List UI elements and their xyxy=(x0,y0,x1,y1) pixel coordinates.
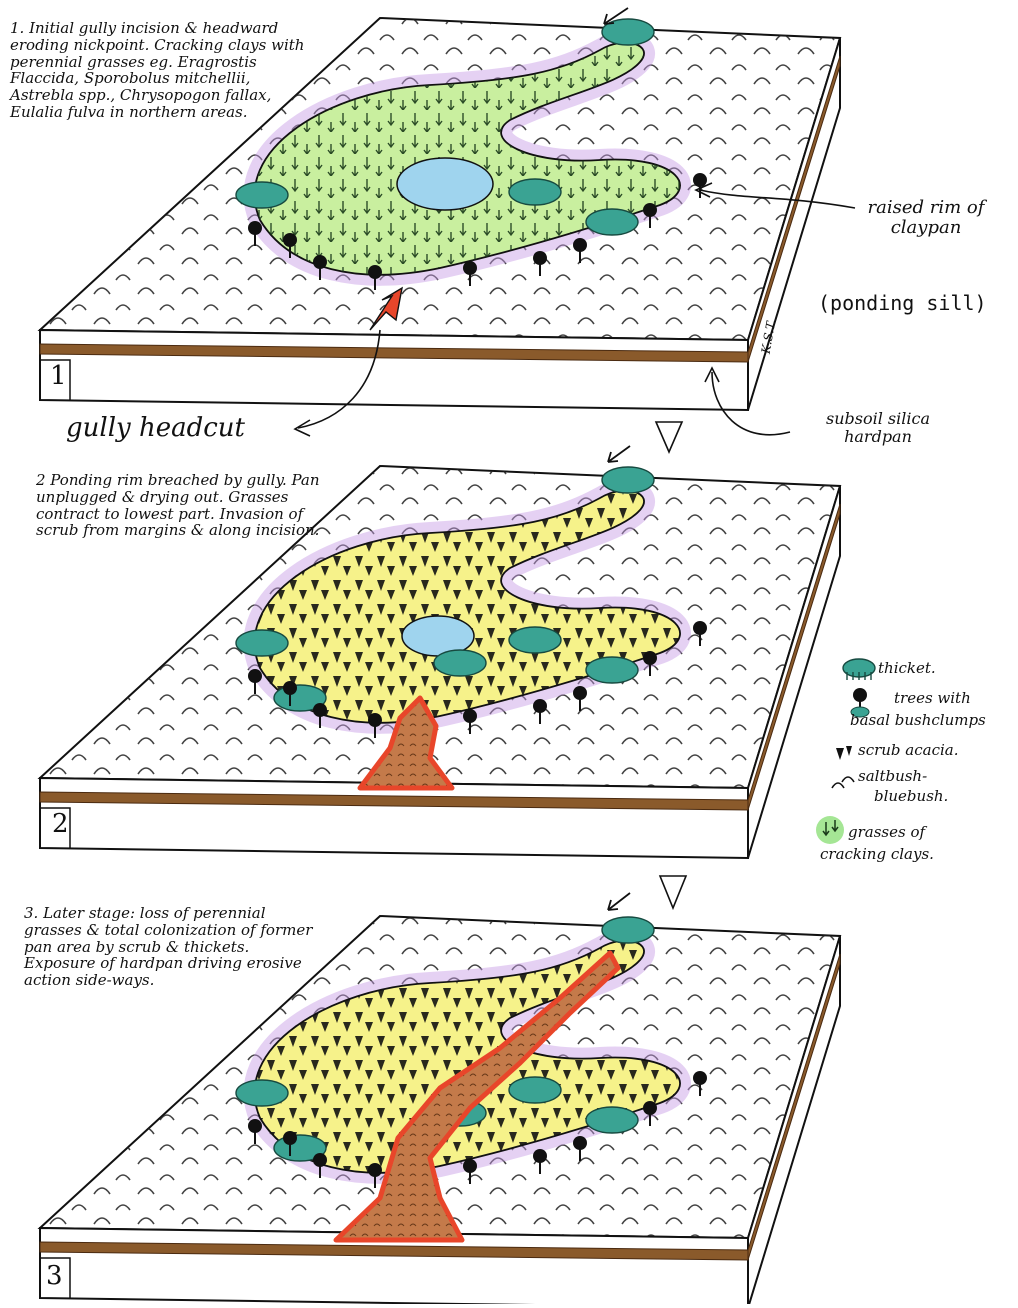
ponding-sill-label: (ponding sill) xyxy=(818,292,987,314)
panel-3-number: 3 xyxy=(46,1262,63,1291)
tree-crown xyxy=(573,686,587,700)
tree-crown xyxy=(693,621,707,635)
tree-crown xyxy=(533,251,547,265)
thicket-clump xyxy=(509,627,561,653)
thicket-clump xyxy=(602,467,654,493)
tree-crown xyxy=(643,651,657,665)
hardpan-label: subsoil silica hardpan xyxy=(798,410,958,446)
tree-crown xyxy=(368,265,382,279)
legend-grass-label-1: grasses of xyxy=(848,824,925,841)
legend-thicket-label: thicket. xyxy=(878,660,936,677)
tree-crown xyxy=(693,173,707,187)
thicket-clump xyxy=(509,179,561,205)
legend-trees-label-2: basal bushclumps xyxy=(850,712,986,729)
tree-crown xyxy=(368,713,382,727)
tree-crown xyxy=(283,233,297,247)
tree-crown xyxy=(533,699,547,713)
slab-front-face xyxy=(40,330,748,410)
gully-headcut-label: gully headcut xyxy=(66,414,245,443)
tree-crown xyxy=(283,1131,297,1145)
tree-crown xyxy=(643,203,657,217)
panel-1-caption: 1. Initial gully incision & headward ero… xyxy=(10,20,310,121)
tree-crown xyxy=(463,709,477,723)
tree-crown xyxy=(463,261,477,275)
tree-crown xyxy=(248,221,262,235)
legend-saltbush-label-1: saltbush- xyxy=(858,768,927,785)
thicket-clump xyxy=(602,917,654,943)
tree-crown xyxy=(313,1153,327,1167)
headcut-pointer-arrowhead xyxy=(295,420,310,436)
tree-crown xyxy=(573,238,587,252)
tree-crown xyxy=(643,1101,657,1115)
tree-crown xyxy=(533,1149,547,1163)
tree-crown xyxy=(463,1159,477,1173)
tree-crown xyxy=(248,1119,262,1133)
tree-crown xyxy=(313,703,327,717)
panel-2-caption: 2 Ponding rim breached by gully. Pan unp… xyxy=(36,472,346,539)
thicket-clump xyxy=(236,1080,288,1106)
raised-rim-label: raised rim of claypan xyxy=(866,198,986,238)
thicket-clump xyxy=(586,1107,638,1133)
thicket-clump xyxy=(236,182,288,208)
tree-crown xyxy=(368,1163,382,1177)
down-triangle-1 xyxy=(656,422,682,452)
legend-trees-label-1: trees with xyxy=(894,690,971,707)
panel-2-number: 2 xyxy=(52,810,69,839)
tree-crown xyxy=(313,255,327,269)
thicket-icon xyxy=(843,659,875,680)
legend-grass-label-2: cracking clays. xyxy=(820,846,934,863)
tree-crown xyxy=(693,1071,707,1085)
legend-acacia-label: scrub acacia. xyxy=(858,742,959,759)
legend-saltbush-label-2: bluebush. xyxy=(874,788,948,805)
tree-crown xyxy=(283,681,297,695)
tree-crown xyxy=(248,669,262,683)
down-triangle-2 xyxy=(660,876,686,908)
inflow-arrow-2 xyxy=(608,446,630,462)
inflow-arrow-3 xyxy=(608,893,630,910)
tree-crown xyxy=(573,1136,587,1150)
panel-1-number: 1 xyxy=(50,362,67,391)
panel-3-caption: 3. Later stage: loss of perennial grasse… xyxy=(24,905,324,989)
grass-icon xyxy=(816,816,844,844)
saltbush-icon xyxy=(832,777,854,788)
thicket-clump xyxy=(586,209,638,235)
thicket-clump xyxy=(434,650,486,676)
thicket-clump xyxy=(509,1077,561,1103)
acacia-icon xyxy=(836,746,852,760)
thicket-clump xyxy=(586,657,638,683)
thicket-clump xyxy=(236,630,288,656)
water-pool xyxy=(397,158,493,210)
